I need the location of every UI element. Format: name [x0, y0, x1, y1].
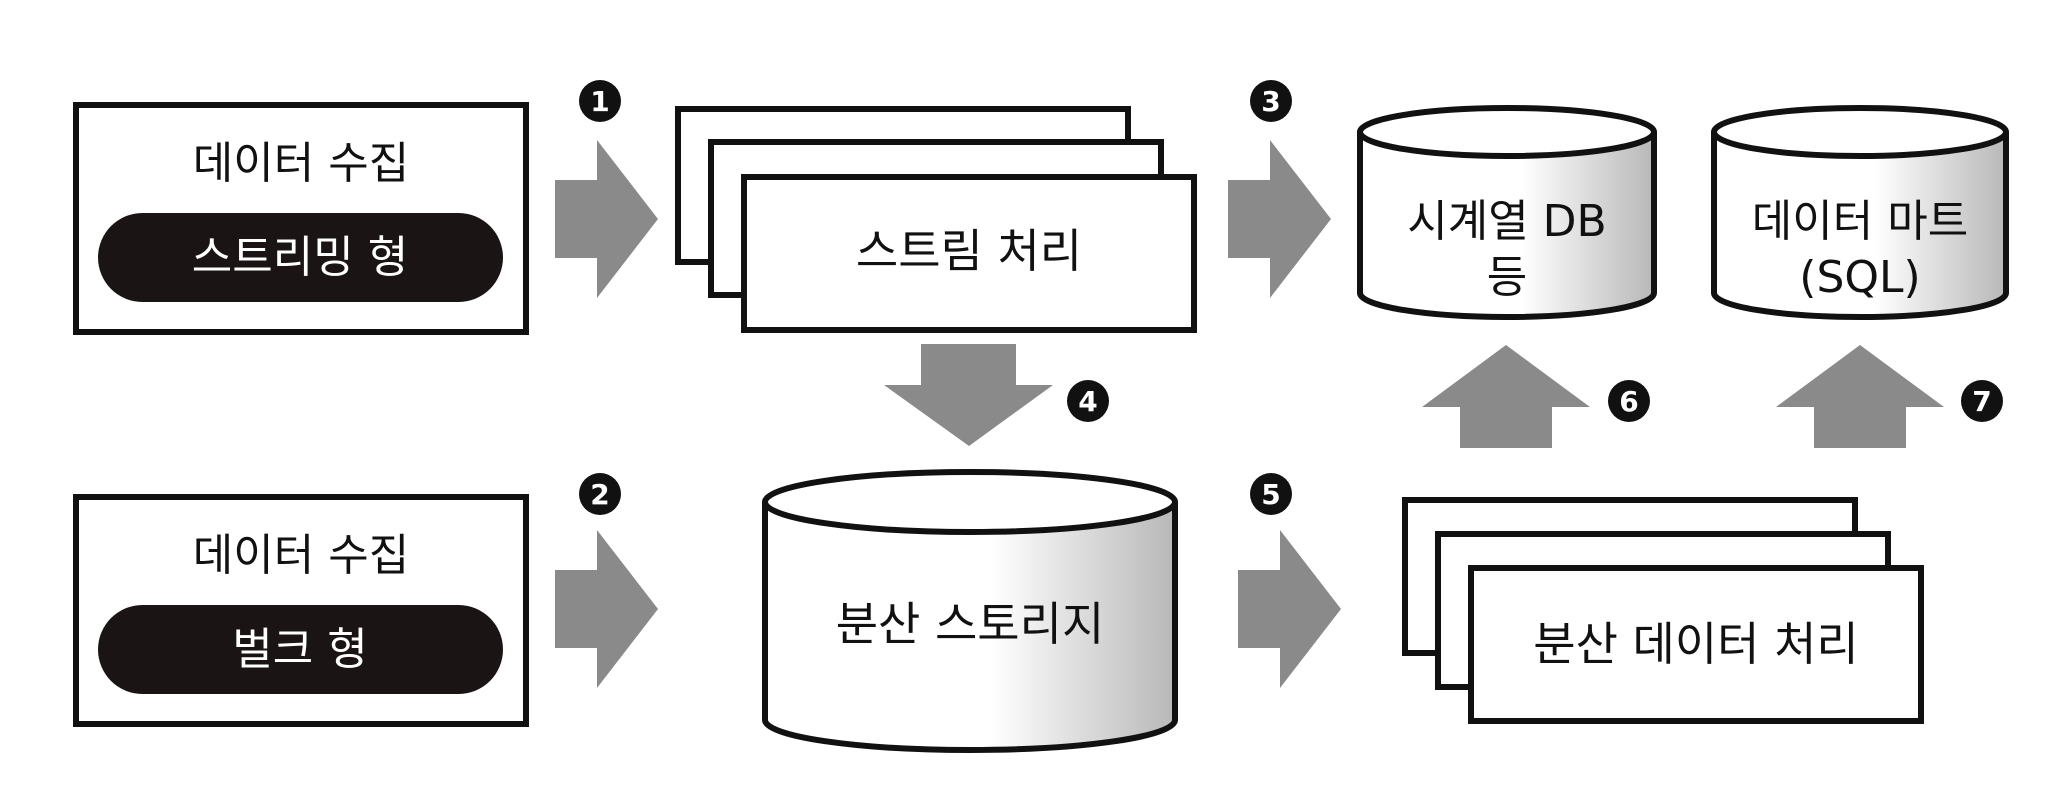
stream-processing-label: 스트림 처리: [856, 224, 1082, 278]
svg-text:3: 3: [1261, 85, 1280, 118]
bulk-collection-box: 데이터 수집 벌크 형: [73, 494, 529, 727]
step-badge-4: 4: [1067, 380, 1109, 422]
distributed-processing-label: 분산 데이터 처리: [1533, 617, 1858, 671]
timeseries-db-label-line1: 시계열 DB: [1407, 196, 1607, 247]
data-mart-label-line1: 데이터 마트: [1752, 196, 1968, 247]
arrow-4-stream-processing-to-storage: [884, 344, 1053, 446]
data-mart-label-line2: (SQL): [1799, 252, 1920, 303]
step-badge-3: 3: [1250, 80, 1292, 122]
distributed-processing-stack: 분산 데이터 처리: [1402, 497, 1924, 724]
step-badge-2: 2: [579, 473, 621, 515]
svg-text:6: 6: [1619, 385, 1638, 418]
svg-text:4: 4: [1078, 385, 1097, 418]
bulk-type-label: 벌크 형: [232, 624, 367, 675]
streaming-collection-title: 데이터 수집: [193, 138, 409, 189]
timeseries-db-label-line2: 등: [1487, 252, 1527, 303]
step-badge-5: 5: [1250, 473, 1292, 515]
arrow-1-streaming-to-stream-processing: [555, 140, 658, 298]
streaming-type-pill: [98, 213, 503, 302]
arrow-3-stream-processing-to-timeseries-db: [1228, 140, 1331, 298]
svg-text:7: 7: [1972, 385, 1991, 418]
timeseries-db-cylinder: 시계열 DB 등: [1357, 105, 1657, 320]
data-mart-cylinder: 데이터 마트 (SQL): [1711, 105, 2009, 320]
arrow-5-storage-to-distributed-processing: [1238, 530, 1341, 688]
bulk-type-pill: [98, 605, 503, 694]
distributed-storage-label: 분산 스토리지: [836, 597, 1105, 651]
distributed-storage-cylinder: 분산 스토리지: [762, 469, 1178, 753]
step-badge-1: 1: [579, 80, 621, 122]
arrow-2-bulk-to-distributed-storage: [555, 530, 658, 688]
streaming-collection-box: 데이터 수집 스트리밍 형: [73, 102, 529, 335]
arrow-6-processing-to-timeseries-db: [1422, 345, 1590, 448]
step-badge-6: 6: [1608, 380, 1650, 422]
streaming-type-label: 스트리밍 형: [192, 232, 408, 283]
arrow-7-processing-to-data-mart: [1776, 345, 1944, 448]
step-badge-7: 7: [1961, 380, 2003, 422]
svg-text:2: 2: [590, 478, 609, 511]
svg-text:5: 5: [1261, 478, 1280, 511]
svg-text:1: 1: [590, 85, 609, 118]
bulk-collection-title: 데이터 수집: [193, 530, 409, 581]
stream-processing-stack: 스트림 처리: [675, 106, 1197, 333]
